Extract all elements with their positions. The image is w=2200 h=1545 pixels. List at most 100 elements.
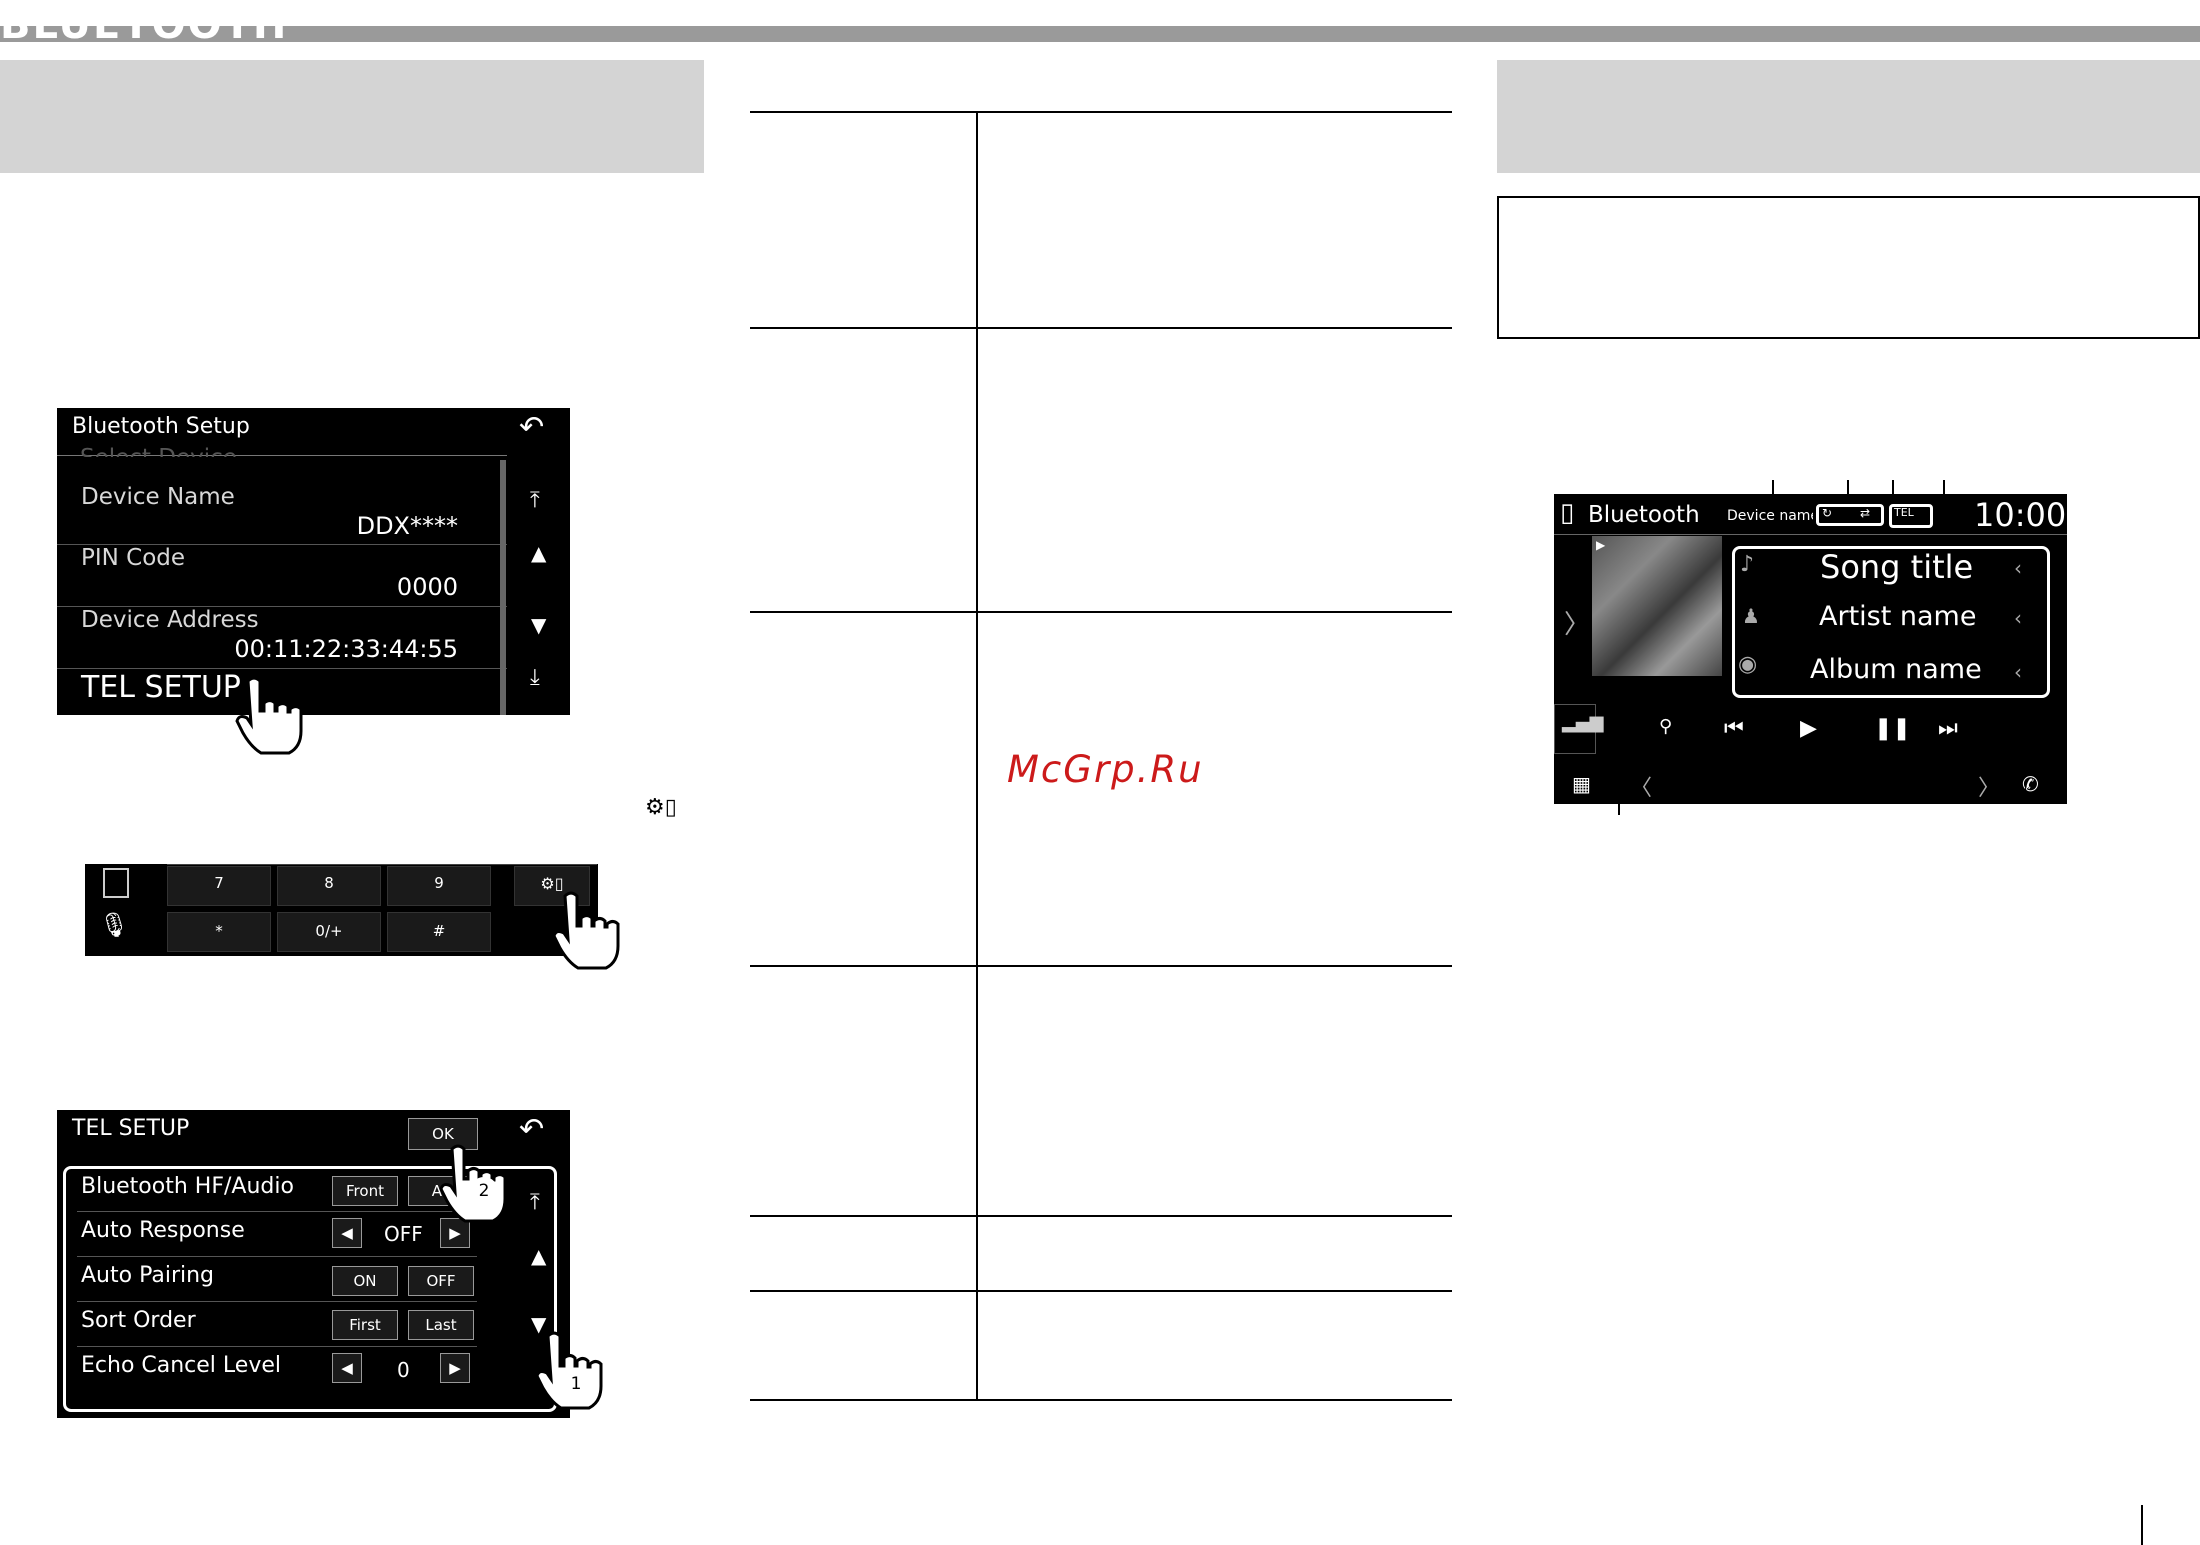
table-rule (750, 965, 1452, 967)
step-2-marker: 2 (470, 1177, 498, 1205)
clock: 10:00 (1974, 496, 2067, 534)
key-8[interactable]: 8 (277, 866, 381, 906)
scrollbar[interactable] (500, 460, 506, 715)
repeat-shuffle-indicator (1816, 504, 1884, 526)
table-rule (750, 611, 1452, 613)
track-info-frame (1732, 546, 2050, 698)
decrease-button[interactable]: ◀ (332, 1353, 362, 1383)
first-button[interactable]: First (332, 1310, 398, 1340)
tel-indicator-frame (1889, 504, 1933, 528)
key-7[interactable]: 7 (167, 866, 271, 906)
page-edge-mark (2141, 1505, 2143, 1545)
chevron-right-icon[interactable]: 〉 (1564, 610, 1591, 640)
scroll-down-icon[interactable]: ▼ (531, 613, 547, 637)
on-button[interactable]: ON (332, 1266, 398, 1296)
voice-icon[interactable]: 🎙 (99, 911, 130, 939)
tel-setup-item[interactable]: TEL SETUP (81, 670, 241, 705)
previous-track-icon[interactable]: ⏮ (1724, 716, 1744, 741)
next-track-icon[interactable]: ⏭ (1938, 716, 1958, 741)
table-rule (750, 327, 1452, 329)
equalizer-icon[interactable] (1554, 704, 1596, 754)
keypad-grid-icon[interactable] (103, 868, 129, 898)
auto-pairing-label: Auto Pairing (81, 1263, 215, 1288)
song-title: Song title (1820, 548, 1974, 586)
pin-code-value: 0000 (396, 573, 458, 601)
callout-line (1847, 480, 1849, 500)
note-box (1497, 196, 2200, 339)
left-heading-box (0, 60, 704, 173)
table-rule (750, 111, 1452, 113)
header-bar (0, 26, 2200, 42)
step-1-marker: 1 (562, 1370, 590, 1398)
front-button[interactable]: Front (332, 1176, 398, 1206)
pause-icon[interactable]: ❚❚ (1874, 716, 1911, 741)
equalizer-bars: ▂▄▆ (1562, 712, 1604, 733)
chevron-left-icon[interactable]: ‹ (2014, 606, 2022, 630)
back-icon[interactable]: ↶ (519, 1112, 545, 1147)
hand-pointer-icon (552, 891, 620, 970)
source-phone-icon[interactable]: ▯ (1560, 498, 1575, 528)
device-name-label[interactable]: Device Name (81, 484, 235, 510)
hand-pointer-icon (439, 1144, 507, 1223)
auto-response-label: Auto Response (81, 1218, 245, 1243)
music-note-icon: ♪ (1740, 552, 1755, 577)
tel-indicator: TEL (1894, 506, 1914, 519)
device-address-label[interactable]: Device Address (81, 607, 259, 633)
bluetooth-hf-audio-label: Bluetooth HF/Audio (81, 1174, 294, 1199)
back-icon[interactable]: ↶ (519, 410, 545, 445)
repeat-icon: ↻ (1822, 506, 1833, 520)
bluetooth-player-screen: ▯ Bluetooth Device name ↻ ⇄ TEL 10:00 〉 … (1554, 494, 2067, 804)
off-button[interactable]: OFF (408, 1266, 474, 1296)
watermark: McGrp.Ru (1007, 748, 1204, 791)
device-name-value: DDX**** (356, 512, 458, 540)
increase-button[interactable]: ▶ (440, 1218, 470, 1248)
scroll-bottom-icon[interactable]: ⤓ (530, 665, 540, 690)
source-name: Bluetooth (1588, 502, 1700, 528)
chevron-left-icon[interactable]: ‹ (2014, 556, 2022, 580)
settings-highlight-frame (63, 1166, 557, 1412)
key-9[interactable]: 9 (387, 866, 491, 906)
phone-settings-button[interactable]: ⚙▯ (514, 866, 590, 906)
table-column-divider (976, 111, 978, 1401)
scroll-down-icon[interactable]: ▼ (531, 1312, 547, 1336)
ok-button[interactable]: OK (408, 1118, 478, 1150)
menu-grid-icon[interactable]: ▦ (1572, 772, 1591, 796)
decrease-button[interactable]: ◀ (332, 1218, 362, 1248)
partial-list-item: Select Device (80, 445, 237, 457)
device-address-value: 00:11:22:33:44:55 (234, 635, 458, 663)
phone-icon[interactable]: ✆ (2022, 772, 2039, 796)
increase-button[interactable]: ▶ (440, 1353, 470, 1383)
settings-phone-icon: ⚙▯ (645, 795, 677, 820)
screen-title: Bluetooth Setup (72, 414, 250, 439)
hand-pointer-icon (235, 676, 303, 755)
tel-setup-screen: TEL SETUP OK ↶ Bluetooth HF/Audio Front … (57, 1110, 570, 1418)
pin-code-label[interactable]: PIN Code (81, 545, 186, 571)
echo-cancel-level-value: 0 (397, 1358, 410, 1382)
scroll-top-icon[interactable]: ⤒ (530, 488, 540, 513)
hand-pointer-icon (535, 1331, 603, 1410)
album-name: Album name (1810, 654, 1982, 685)
last-button[interactable]: Last (408, 1310, 474, 1340)
chevron-left-icon[interactable]: 〈 (1630, 776, 1653, 801)
scroll-up-icon[interactable]: ▲ (531, 1244, 547, 1268)
echo-cancel-level-label: Echo Cancel Level (81, 1353, 281, 1378)
play-state-icon: ▶ (1596, 538, 1606, 552)
key-hash[interactable]: # (387, 912, 491, 952)
table-rule (750, 1290, 1452, 1292)
auto-response-value: OFF (384, 1222, 423, 1246)
chevron-right-icon[interactable]: 〉 (1978, 776, 2001, 801)
callout-line (1892, 480, 1894, 500)
table-rule (750, 1399, 1452, 1401)
section-title: BLUETOOTH (0, 2, 289, 40)
shuffle-icon: ⇄ (1860, 506, 1871, 520)
screen-title: TEL SETUP (72, 1116, 190, 1141)
album-icon: ◉ (1738, 652, 1758, 677)
key-0-plus[interactable]: 0/+ (277, 912, 381, 952)
scroll-top-icon[interactable]: ⤒ (530, 1190, 540, 1215)
key-star[interactable]: * (167, 912, 271, 952)
play-icon[interactable]: ▶ (1800, 716, 1817, 741)
album-art (1592, 536, 1722, 676)
scroll-up-icon[interactable]: ▲ (531, 541, 547, 565)
chevron-left-icon[interactable]: ‹ (2014, 660, 2022, 684)
search-icon[interactable]: ⚲ (1659, 716, 1673, 737)
